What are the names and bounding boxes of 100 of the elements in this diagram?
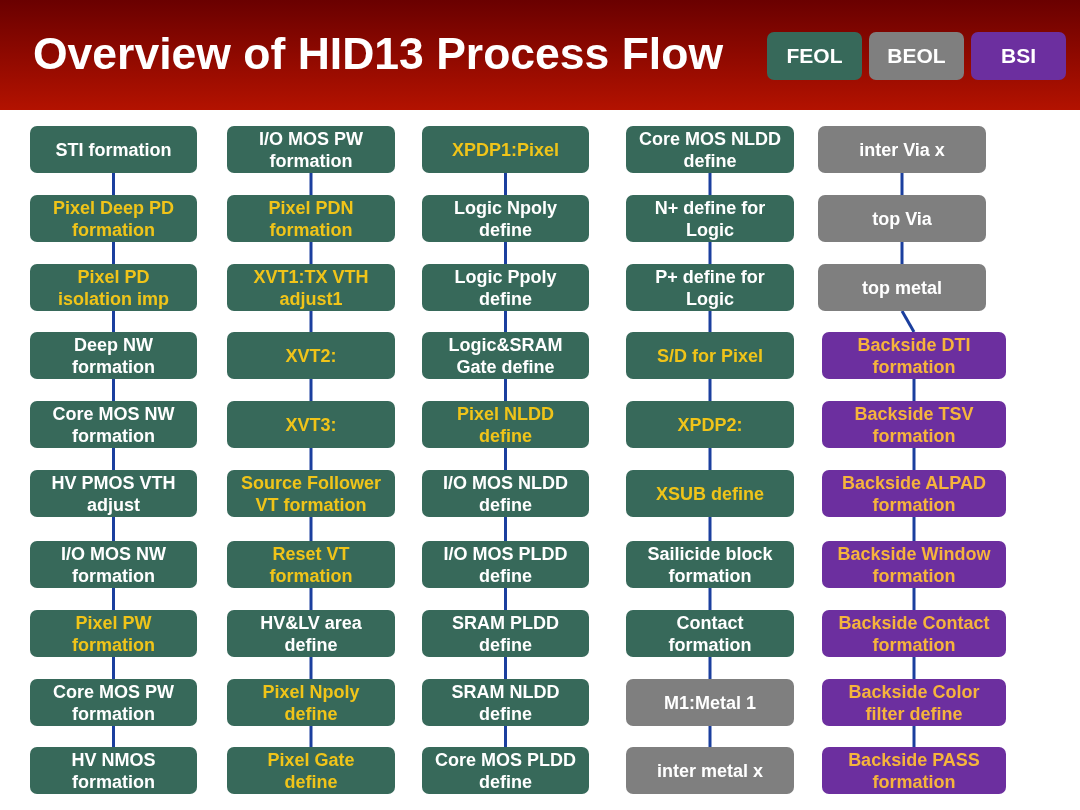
connector-line	[912, 657, 916, 679]
step-label: Pixel Deep PD formation	[51, 196, 176, 241]
connector-line	[708, 726, 712, 747]
step-label: I/O MOS NLDD define	[442, 471, 569, 516]
connector-line	[112, 726, 115, 747]
step-label: N+ define for Logic	[653, 196, 767, 241]
process-step-box	[822, 470, 1006, 517]
connector-line	[708, 657, 712, 679]
step-label: Backside TSV formation	[853, 402, 975, 447]
connector-line	[309, 517, 313, 541]
process-step-box	[227, 264, 395, 311]
step-label: Logic&SRAM Gate define	[447, 333, 564, 378]
connector-line	[112, 242, 115, 264]
process-step-box	[626, 747, 794, 794]
process-step-box	[822, 401, 1006, 448]
connector-line	[708, 242, 712, 264]
step-label: Pixel Gate define	[266, 748, 356, 793]
step-label: P+ define for Logic	[654, 265, 766, 310]
process-step-box	[422, 264, 589, 311]
process-step-box	[30, 264, 197, 311]
process-step-box	[626, 679, 794, 726]
connector-line	[112, 448, 115, 470]
process-step-box	[626, 470, 794, 517]
connector-line	[504, 311, 507, 332]
process-step-box	[422, 401, 589, 448]
connector-line	[112, 588, 115, 610]
connector-line	[112, 173, 115, 195]
step-label: M1:Metal 1	[664, 691, 756, 714]
process-step-box	[30, 470, 197, 517]
process-step-box	[822, 747, 1006, 794]
process-step-box	[422, 679, 589, 726]
step-label: inter Via x	[859, 138, 945, 161]
title: Overview of HID13 Process Flow	[33, 28, 723, 80]
connector-line	[900, 242, 904, 264]
process-step-box	[227, 195, 395, 242]
connector-line	[912, 517, 916, 541]
legend-label: BEOL	[887, 44, 946, 68]
legend-label: FEOL	[786, 44, 843, 68]
step-label: S/D for Pixel	[657, 344, 763, 367]
step-label: HV PMOS VTH adjust	[50, 471, 177, 516]
step-label: Logic Ppoly define	[453, 265, 558, 310]
connector-line	[912, 448, 916, 470]
connector-line	[504, 657, 507, 679]
process-step-box	[30, 126, 197, 173]
connector-line	[708, 517, 712, 541]
connector-line	[708, 311, 712, 332]
process-step-box	[227, 401, 395, 448]
connector-line	[504, 242, 507, 264]
connector-line	[309, 588, 313, 610]
connector-line	[309, 726, 313, 747]
process-step-box	[626, 264, 794, 311]
connector-line	[504, 448, 507, 470]
connector-line	[504, 588, 507, 610]
process-step-box	[818, 126, 986, 173]
connector-line	[504, 379, 507, 401]
step-label: Deep NW formation	[71, 333, 156, 378]
connector-line	[708, 448, 712, 470]
step-label: Backside Color filter define	[847, 680, 981, 725]
connector-line	[708, 173, 712, 195]
connector-line	[112, 379, 115, 401]
process-step-box	[422, 747, 589, 794]
process-step-box	[227, 679, 395, 726]
process-step-box	[422, 541, 589, 588]
step-label: Backside Window formation	[836, 542, 992, 587]
step-label: inter metal x	[656, 759, 763, 782]
connector-line	[112, 311, 115, 332]
process-step-box	[227, 332, 395, 379]
step-label: Backside DTI formation	[856, 333, 972, 378]
step-label: top Via	[872, 207, 932, 230]
process-step-box	[227, 747, 395, 794]
connector-line	[309, 379, 313, 401]
connector-line	[504, 173, 507, 195]
step-label: Core MOS NW formation	[51, 402, 176, 447]
step-label: I/O MOS NW formation	[60, 542, 167, 587]
step-label: Sailicide block formation	[646, 542, 774, 587]
process-step-box	[626, 401, 794, 448]
connector-line	[912, 588, 916, 610]
step-label: STI formation	[55, 138, 172, 161]
connector-line	[900, 310, 916, 333]
connector-line	[309, 173, 313, 195]
step-label: Backside Contact formation	[837, 611, 991, 656]
step-label: XVT2:	[285, 344, 337, 367]
connector-line	[708, 588, 712, 610]
process-step-box	[227, 610, 395, 657]
connector-line	[504, 726, 507, 747]
legend-label: BSI	[1001, 44, 1036, 68]
connector-line	[309, 311, 313, 332]
step-label: XPDP2:	[677, 413, 743, 436]
process-step-box	[422, 470, 589, 517]
step-label: Pixel Npoly define	[261, 680, 361, 725]
process-step-box	[822, 610, 1006, 657]
process-step-box	[30, 610, 197, 657]
process-step-box	[626, 195, 794, 242]
process-step-box	[822, 679, 1006, 726]
step-label: Core MOS PLDD define	[434, 748, 577, 793]
step-label: Core MOS NLDD define	[638, 127, 782, 172]
connector-line	[504, 517, 507, 541]
connector-line	[309, 657, 313, 679]
step-label: I/O MOS PLDD define	[442, 542, 569, 587]
process-step-box	[422, 195, 589, 242]
